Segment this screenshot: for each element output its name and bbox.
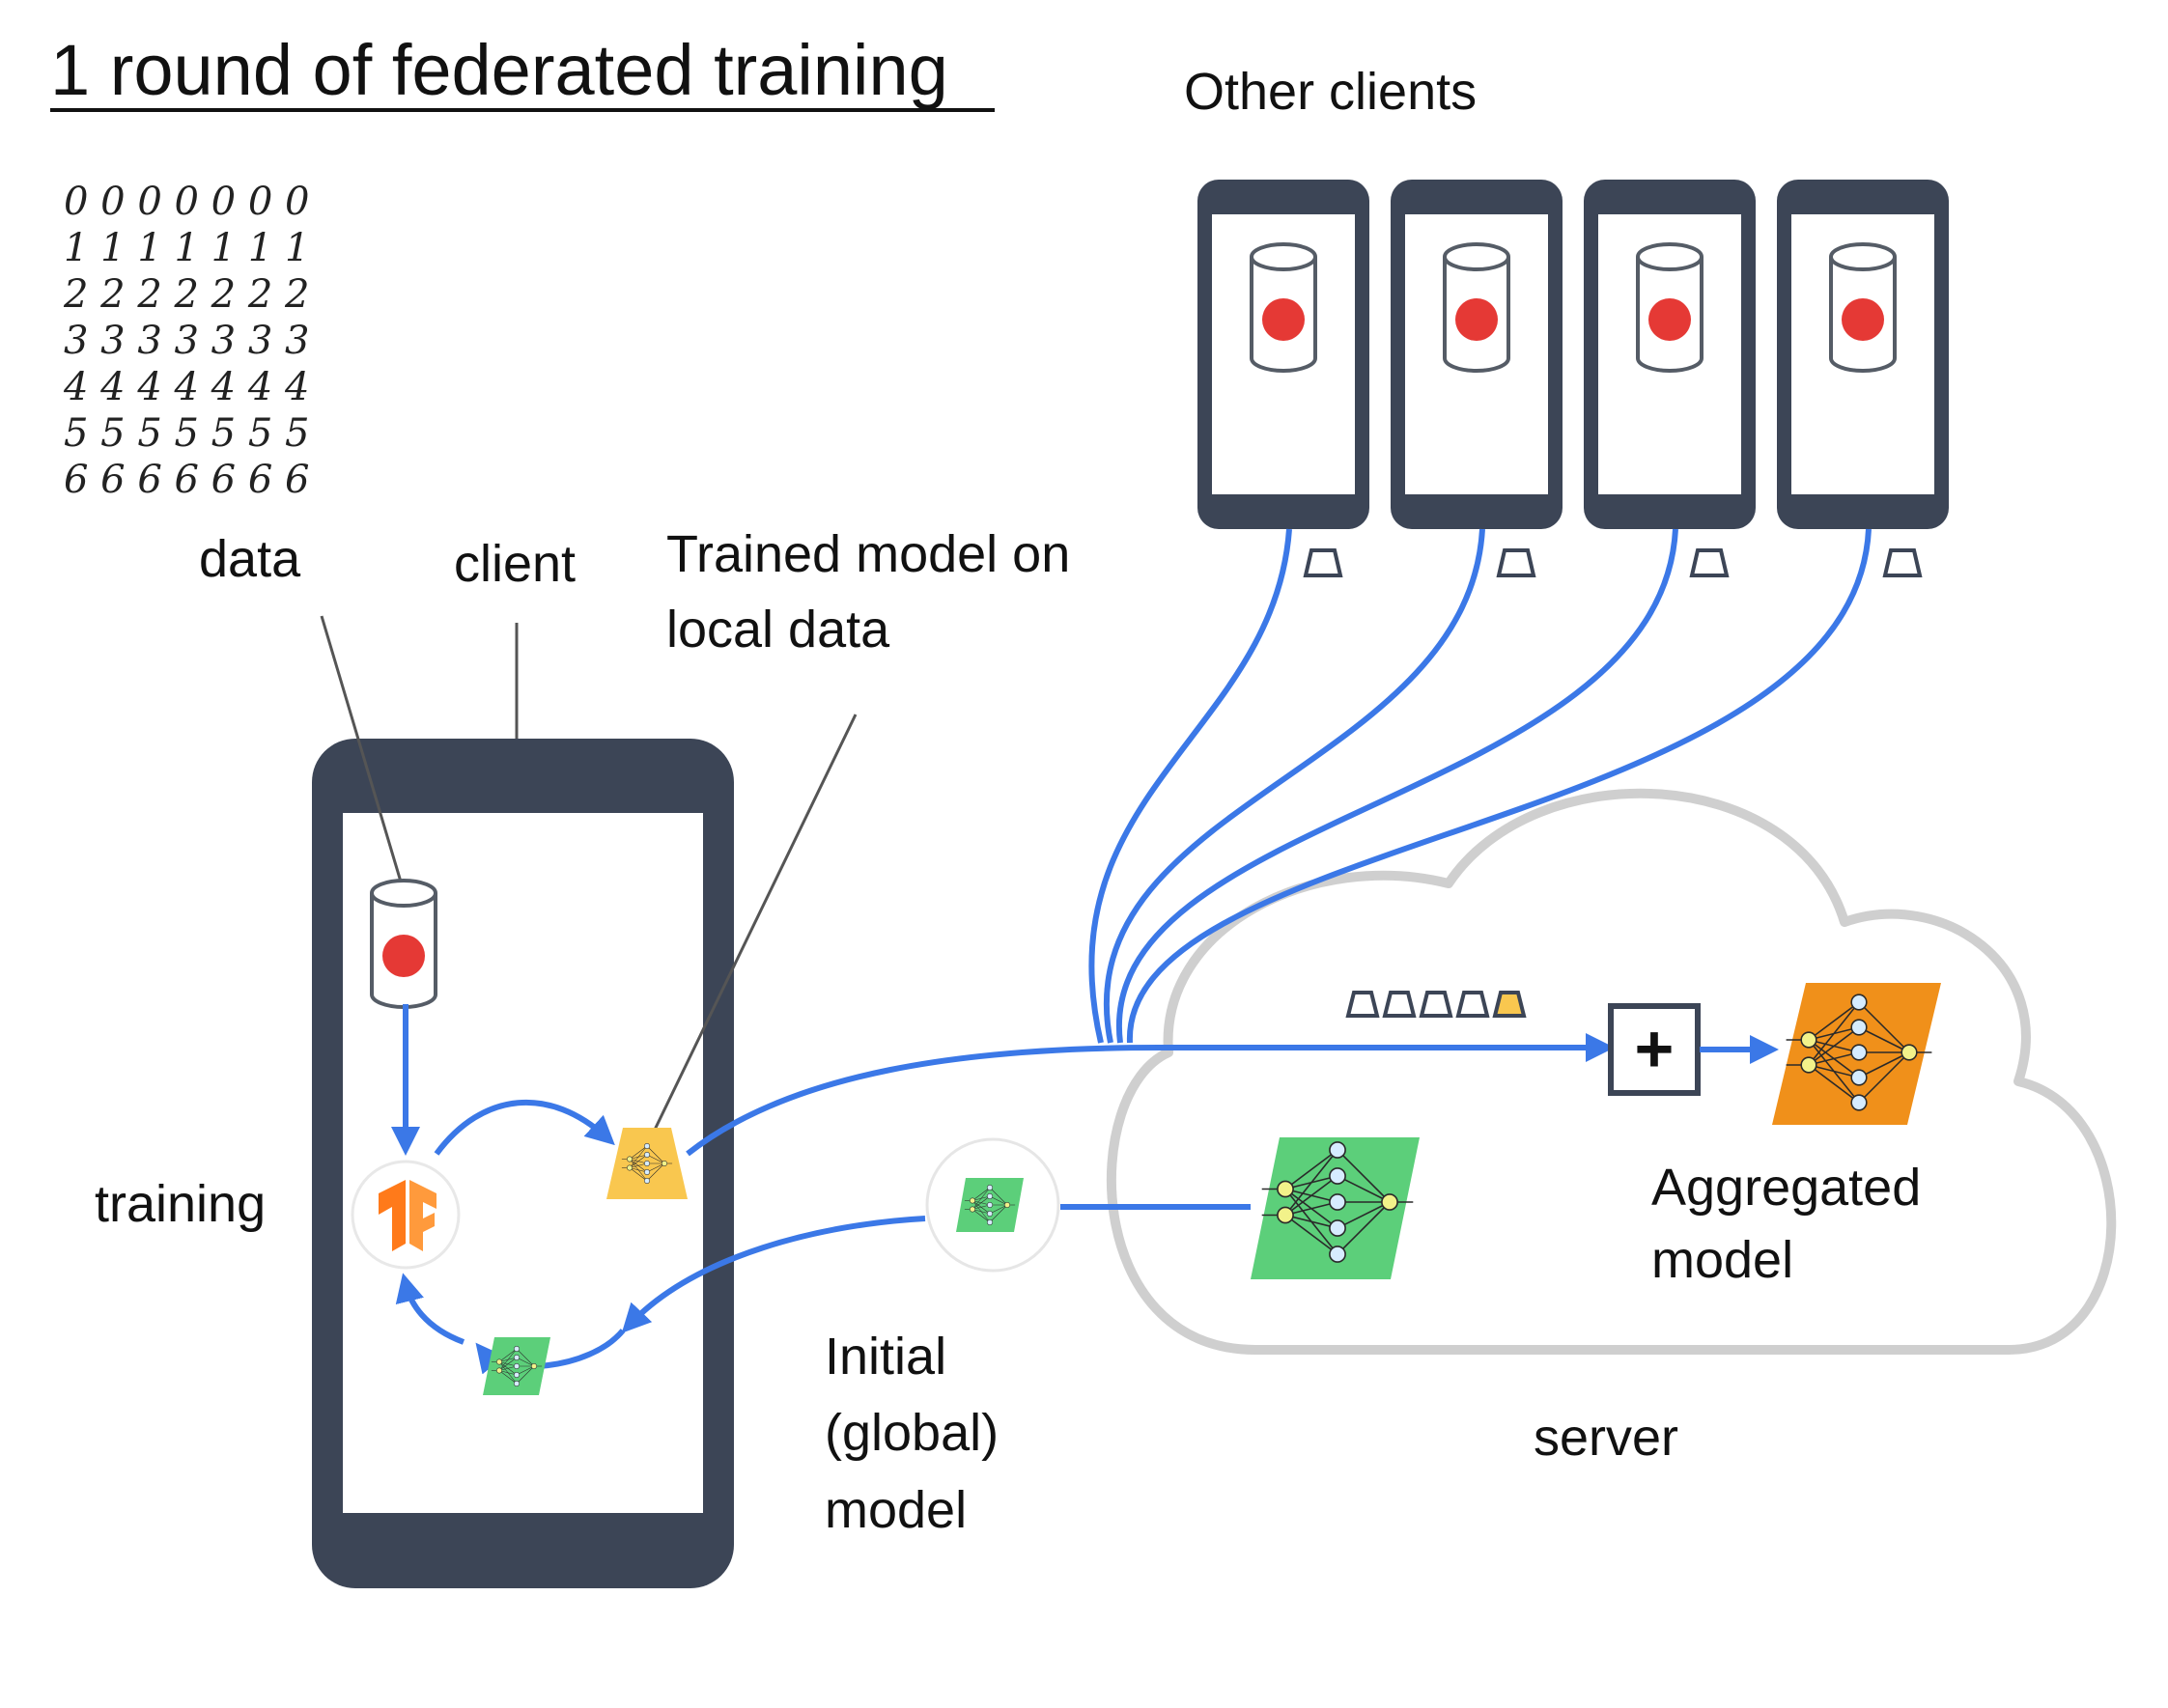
mnist-row: 2 2 2 2 2 2 2 xyxy=(63,272,309,317)
trained-local-model-icon xyxy=(606,1128,688,1199)
other-client-phone xyxy=(1584,180,1756,529)
collected-updates xyxy=(1345,991,1527,1018)
aggregated-model-label-line1: Aggregated xyxy=(1651,1159,1921,1217)
tensorflow-training-icon xyxy=(351,1160,461,1270)
mnist-row: 5 5 5 5 5 5 5 xyxy=(64,411,309,456)
label-pointer-lines xyxy=(320,615,858,1131)
server-label: server xyxy=(1534,1409,1678,1467)
initial-model-label-line2: (global) xyxy=(825,1404,999,1462)
local-upload-arrow xyxy=(686,1033,1615,1157)
mnist-row: 4 4 4 4 4 4 4 xyxy=(63,365,309,409)
other-clients-label: Other clients xyxy=(1184,63,1477,121)
mnist-row: 0 0 0 0 0 0 0 xyxy=(64,180,309,224)
other-client-phone xyxy=(1391,180,1563,529)
mnist-data-sample: 0 0 0 0 0 0 0 1 1 1 1 1 1 1 2 2 2 2 2 2 … xyxy=(63,180,309,502)
aggregate-sum-box: + xyxy=(1608,1003,1701,1096)
client-update-token xyxy=(1303,548,1923,577)
mnist-row: 3 3 3 3 3 3 3 xyxy=(64,319,309,363)
other-client-phone xyxy=(1197,180,1369,529)
local-data-database-icon xyxy=(370,879,437,1009)
aggregated-model-label-line2: model xyxy=(1651,1231,1793,1289)
initial-global-model-circle xyxy=(925,1137,1060,1273)
other-clients-upload-arrows xyxy=(1088,528,1872,1044)
trained-model-label-line2: local data xyxy=(666,601,890,658)
mnist-row: 6 6 6 6 6 6 6 xyxy=(64,458,309,502)
global-model-download-arrow xyxy=(621,1216,926,1333)
server-cloud xyxy=(1106,788,2117,1355)
initial-model-label-line1: Initial xyxy=(825,1328,946,1386)
initial-model-label-line3: model xyxy=(825,1481,967,1539)
mnist-row: 1 1 1 1 1 1 1 xyxy=(64,226,309,270)
diagram-title: 1 round of federated training xyxy=(50,30,948,110)
client-label: client xyxy=(454,535,576,593)
server-global-model-icon xyxy=(1251,1137,1420,1279)
other-client-phone xyxy=(1777,180,1949,529)
trained-model-label-line1: Trained model on xyxy=(666,525,1070,583)
data-label: data xyxy=(199,530,301,588)
aggregated-model-icon xyxy=(1772,983,1941,1125)
aggregate-plus-symbol: + xyxy=(1635,1011,1675,1086)
local-global-model-icon xyxy=(483,1337,550,1395)
training-label: training xyxy=(95,1175,266,1233)
